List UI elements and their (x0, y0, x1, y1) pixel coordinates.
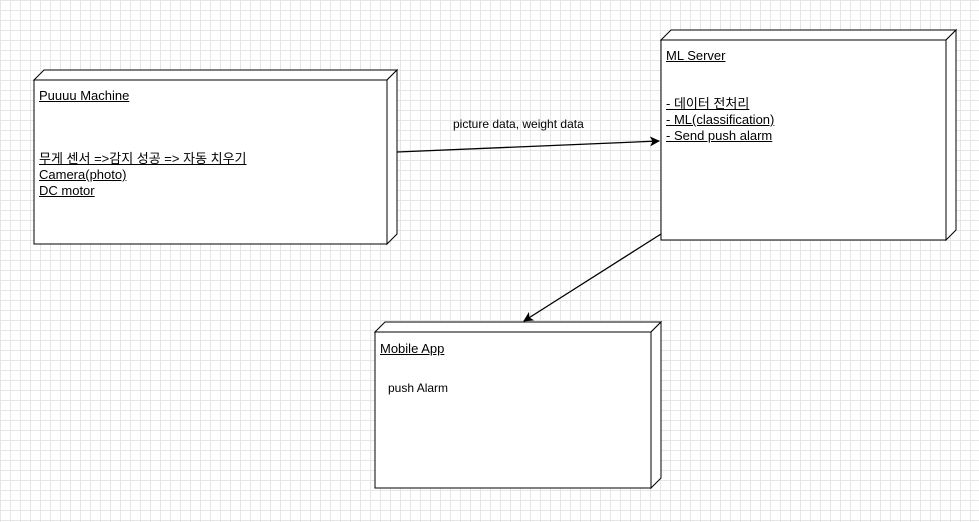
app-title: Mobile App (380, 341, 445, 356)
server-line: - ML(classification) (666, 112, 775, 127)
machine-line: Camera(photo) (39, 167, 127, 182)
machine-title: Puuuu Machine (39, 88, 130, 103)
edge-machine-to-server[interactable] (396, 136, 660, 153)
node-puuuu-machine[interactable] (32, 68, 399, 246)
app-body: push Alarm (388, 381, 449, 395)
edge-label-machine-to-server: picture data, weight data (453, 117, 584, 131)
server-line: - Send push alarm (666, 128, 773, 143)
machine-line: 무게 센서 =>감지 성공 => 자동 치우기 (39, 151, 247, 166)
machine-details: 무게 센서 =>감지 성공 => 자동 치우기 Camera(photo) DC… (39, 151, 247, 199)
server-line: - 데이터 전처리 (666, 96, 750, 111)
node-mobile-app[interactable] (373, 320, 663, 490)
server-title: ML Server (666, 48, 726, 63)
node-ml-server[interactable] (659, 28, 958, 242)
machine-line: DC motor (39, 183, 95, 198)
server-details: - 데이터 전처리 - ML(classification) - Send pu… (666, 96, 774, 144)
edge-server-to-app[interactable] (523, 233, 662, 322)
